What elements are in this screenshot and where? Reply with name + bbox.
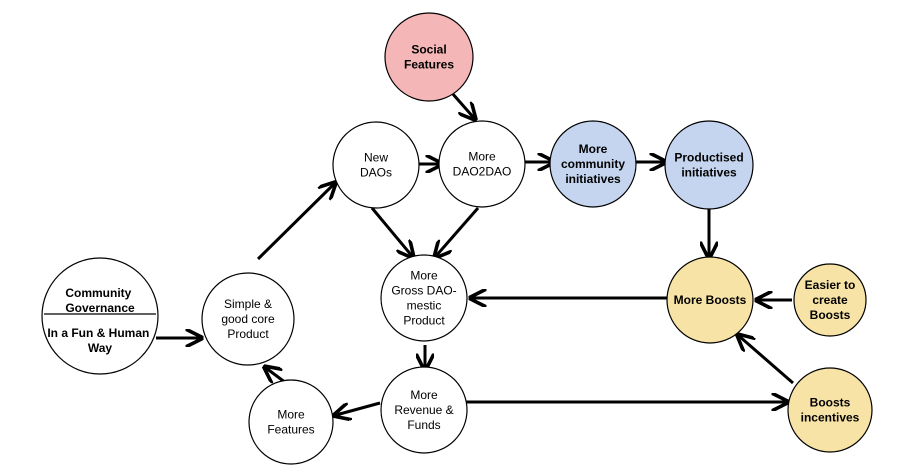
node-gross-daomestic-product [380, 254, 468, 342]
label-line: initiatives [565, 172, 621, 186]
label-line: initiatives [681, 166, 737, 180]
label-line: Productised [674, 151, 743, 165]
label-line: create [812, 293, 848, 307]
label-line: More Boosts [674, 293, 747, 307]
node-more-revenue-funds [380, 366, 468, 454]
node-more-community-initiatives [549, 120, 637, 208]
community-governance-label: Community Governance [65, 286, 135, 315]
more-boosts-label: More Boosts [674, 293, 747, 307]
node-social-features [384, 12, 474, 102]
label-line: Revenue & [394, 403, 453, 417]
node-more-dao2dao [438, 120, 526, 208]
node-more-features [248, 379, 334, 465]
node-community-governance [41, 257, 159, 375]
node-circle [41, 257, 159, 375]
label-line: New [364, 151, 388, 165]
node-productised-initiatives [664, 120, 754, 210]
label-line: Product [403, 314, 445, 328]
node-new-daos [332, 121, 420, 209]
arrow-newdaos-to-gross-product [370, 207, 412, 256]
label-line: Boosts [810, 396, 851, 410]
label-line: More [468, 150, 496, 164]
node-boosts-incentives [787, 367, 873, 453]
label-line: More [579, 142, 608, 156]
label-line: Funds [407, 418, 440, 432]
label-line: Easier to [805, 278, 856, 292]
labels: Community Governance In a Fun & Human Wa… [47, 43, 859, 437]
label-line: Product [227, 327, 269, 341]
label-line: More [277, 408, 305, 422]
label-line: Simple & [224, 297, 272, 311]
node-more-boosts [666, 256, 754, 344]
arrow-boosts-incentives-to-more-boosts [739, 336, 794, 385]
label-line: More [410, 388, 438, 402]
arrow-revenue-to-features [336, 401, 381, 415]
label-line: incentives [801, 411, 860, 425]
label-line: Social [411, 43, 446, 57]
label-line: Features [267, 423, 314, 437]
label-line: DAO2DAO [453, 165, 512, 179]
label-line: Boosts [810, 308, 851, 322]
label-line: Gross DAO- [391, 284, 456, 298]
node-simple-core-product [201, 272, 295, 366]
label-line: mestic [407, 299, 442, 313]
arrows [156, 92, 794, 415]
arrow-simple-core-to-newdaos [256, 184, 334, 261]
node-easier-to-create-boosts [793, 263, 867, 337]
label-line: community [561, 157, 625, 171]
label-line: More [410, 269, 438, 283]
label-line: DAOs [360, 166, 392, 180]
arrow-dao2dao-to-gross-product [436, 207, 480, 256]
community-way-label: In a Fun & Human Way [47, 326, 152, 355]
label-line: Features [404, 58, 454, 72]
nodes [41, 12, 873, 465]
arrow-social-to-dao2dao [450, 92, 474, 118]
label-line: good core [221, 312, 275, 326]
